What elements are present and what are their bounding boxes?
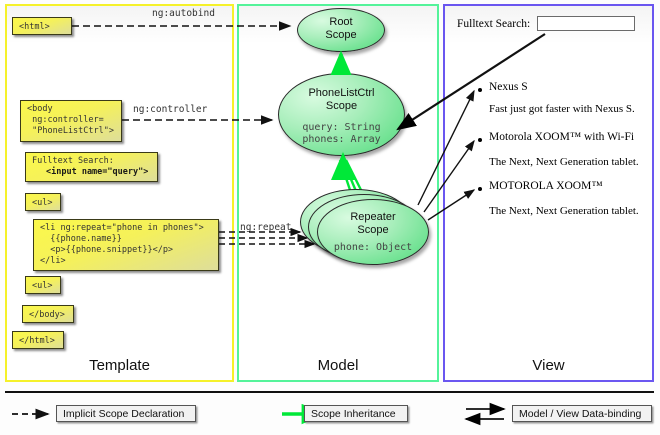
edge-label-ng-controller: ng:controller [133,104,208,115]
phone-name: Nexus S [489,81,528,93]
code-box-html-close: </html> [12,331,64,349]
panel-view: View [443,4,654,382]
panel-template-label: Template [89,357,150,374]
code-box-li-repeat: <li ng:repeat="phone in phones"> {{phone… [33,219,219,271]
scope-repeater-prop-phone: phone: Object [333,242,413,253]
search-field-line2: <input name="query"> [46,167,149,177]
scope-repeater: Repeater Scope phone: Object [317,199,429,265]
phone-name: MOTOROLA XOOM™ [489,180,603,192]
scope-phonelistctrl-title-2: Scope [325,100,358,112]
list-bullet [478,138,482,142]
legend-label-model-view-data-binding: Model / View Data-binding [512,405,652,422]
code-box-search-field: Fulltext Search: <input name="query"> [25,152,158,182]
scope-phonelistctrl-title-1: PhoneListCtrl [308,87,375,99]
edge-label-ng-repeat: ng:repeat [240,222,292,233]
legend-label-scope-inheritance: Scope Inheritance [304,405,408,422]
scope-root: Root Scope [297,8,385,52]
phone-snippet: The Next, Next Generation tablet. [489,205,639,217]
legend-divider [5,391,654,393]
list-bullet [478,187,482,191]
code-box-body-open: <body ng:controller= "PhoneListCtrl"> [20,100,122,142]
code-box-ul-open: <ul> [25,193,61,211]
search-field-line1: Fulltext Search: [32,156,114,166]
view-search-input[interactable] [537,16,635,31]
code-box-body-close: </body> [22,305,74,323]
phone-name: Motorola XOOM™ with Wi-Fi [489,131,635,143]
edge-label-ng-autobind: ng:autobind [152,8,215,19]
scope-root-title-2: Scope [325,29,357,41]
panel-view-background [445,6,652,380]
scope-repeater-title-1: Repeater [350,211,396,223]
scope-root-title-1: Root [329,16,353,28]
scope-phonelistctrl-prop-query: query: String [302,122,381,133]
phone-snippet: The Next, Next Generation tablet. [489,156,639,168]
panel-view-label: View [532,357,565,374]
scope-repeater-title-2: Scope [357,224,389,236]
list-bullet [478,88,482,92]
code-box-html-open: <html> [12,17,72,35]
phone-snippet: Fast just got faster with Nexus S. [489,103,635,115]
legend-label-implicit-scope-declaration: Implicit Scope Declaration [56,405,196,422]
panel-model-label: Model [317,357,359,374]
code-box-ul-close: <ul> [25,276,61,294]
scope-phonelistctrl: PhoneListCtrl Scope query: String phones… [278,73,405,156]
view-search-label: Fulltext Search: [457,18,531,30]
scope-phonelistctrl-prop-phones: phones: Array [302,134,381,145]
